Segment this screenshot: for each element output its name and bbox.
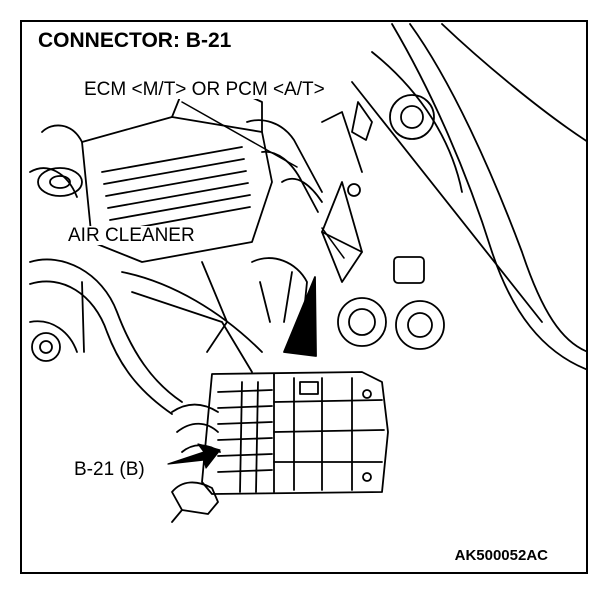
- intake-duct: [246, 101, 373, 283]
- label-leaders: [181, 101, 345, 259]
- connector-arrow: [167, 443, 221, 469]
- air-cleaner-label: AIR CLEANER: [66, 225, 197, 246]
- figure-code: AK500052AC: [454, 547, 548, 564]
- ecm-unit: [201, 371, 389, 495]
- body-panel-lines: [351, 23, 586, 371]
- page-title: CONNECTOR: B-21: [36, 29, 234, 52]
- air-cleaner-housing: [29, 83, 273, 263]
- diagram-figure: CONNECTOR: B-21 ECM <M/T> OR PCM <A/T> A…: [20, 20, 588, 574]
- lower-engine-parts: [29, 257, 308, 415]
- ecm-label: ECM <M/T> OR PCM <A/T>: [82, 79, 327, 100]
- connector-label: B-21 (B): [72, 459, 147, 480]
- engine-bay-illustration: [29, 23, 586, 523]
- strut-tower: [337, 94, 445, 350]
- detail-pointer: [283, 276, 317, 357]
